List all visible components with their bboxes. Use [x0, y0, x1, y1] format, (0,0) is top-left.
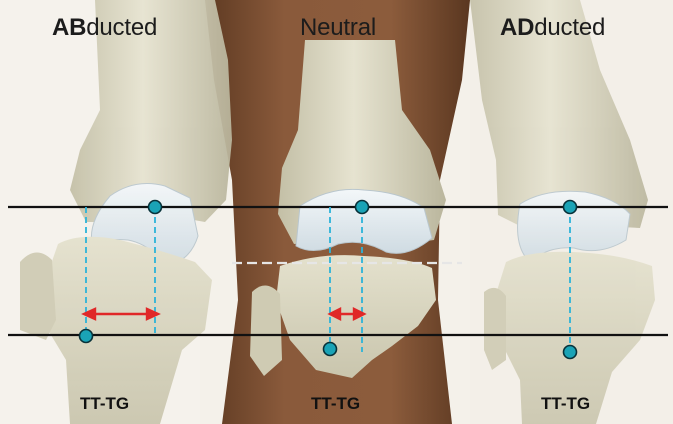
adducted-tg-marker: [564, 201, 577, 214]
adducted-fibula: [484, 288, 506, 370]
abducted-fibula: [20, 252, 56, 340]
neutral-fibula: [250, 285, 282, 376]
neutral-title: Neutral: [300, 14, 376, 42]
neutral-tt-marker: [324, 343, 337, 356]
abducted-tt-marker: [80, 330, 93, 343]
neutral-tg-marker: [356, 201, 369, 214]
neutral-caption: TT-TG: [311, 394, 360, 414]
abducted-tg-marker: [149, 201, 162, 214]
abducted-title: ABducted: [52, 14, 157, 42]
adducted-caption: TT-TG: [541, 394, 590, 414]
adducted-tt-marker: [564, 346, 577, 359]
abducted-caption: TT-TG: [80, 394, 129, 414]
adducted-title: ADducted: [500, 14, 605, 42]
